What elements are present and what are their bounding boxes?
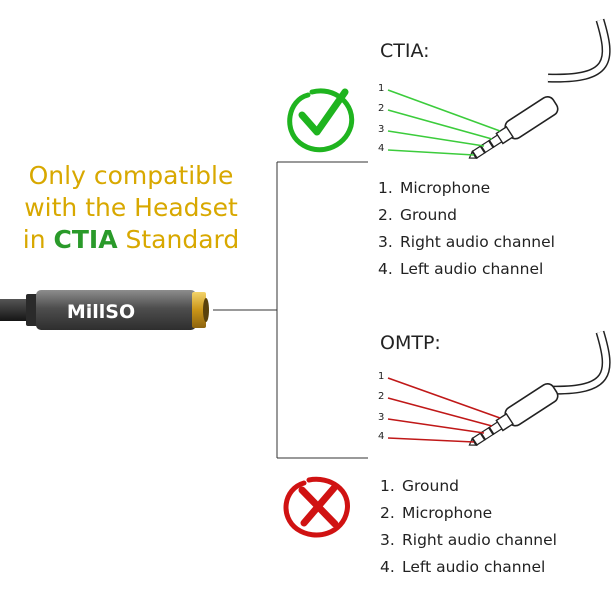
- list-item: 3. Right audio channel: [380, 527, 557, 554]
- omtp-pin-number: 2: [378, 391, 384, 402]
- ctia-pin-number: 2: [378, 103, 384, 114]
- pin-label: Ground: [402, 477, 460, 495]
- ctia-pin-line-2: [387, 109, 493, 140]
- omtp-pin-list: 1. Ground 2. Microphone 3. Right audio chan…: [380, 473, 557, 581]
- list-number: 3.: [380, 531, 395, 549]
- gold-connector: [192, 292, 206, 328]
- list-number: 3.: [378, 233, 393, 251]
- ctia-title: CTIA:: [380, 40, 430, 62]
- jack-housing: [36, 290, 196, 330]
- caption-prefix: in: [22, 225, 54, 254]
- jack-opening: [203, 298, 209, 322]
- list-number: 1.: [378, 179, 393, 197]
- ctia-pin-line-3: [387, 130, 485, 147]
- omtp-pin-line-1: [387, 377, 501, 419]
- omtp-title: OMTP:: [380, 332, 441, 354]
- list-item: 2. Microphone: [380, 500, 557, 527]
- list-item: 1. Ground: [380, 473, 557, 500]
- omtp-pin-line-2: [387, 397, 493, 427]
- list-item: 4. Left audio channel: [378, 256, 555, 283]
- caption-line: with the Headset: [24, 193, 238, 222]
- omtp-pin-lines: [387, 377, 501, 443]
- list-item: 3. Right audio channel: [378, 229, 555, 256]
- ctia-pin-number: 3: [378, 124, 384, 135]
- pin-label: Ground: [400, 206, 458, 224]
- caption-line: in CTIA Standard: [6, 224, 256, 256]
- list-number: 4.: [378, 260, 393, 278]
- pin-label: Right audio channel: [402, 531, 557, 549]
- omtp-pin-line-4: [387, 437, 475, 443]
- ctia-pin-line-1: [387, 89, 501, 132]
- pin-label: Left audio channel: [400, 260, 544, 278]
- omtp-pin-number: 1: [378, 371, 384, 382]
- list-number: 2.: [380, 504, 395, 522]
- cross-mark-icon: [283, 476, 350, 538]
- list-item: 1. Microphone: [378, 175, 555, 202]
- ctia-highlight: CTIA: [53, 225, 118, 254]
- omtp-pin-line-3: [387, 418, 485, 434]
- list-item: 4. Left audio channel: [380, 554, 557, 581]
- omtp-pin-number: 3: [378, 412, 384, 423]
- pin-label: Microphone: [402, 504, 493, 522]
- compatibility-caption: Only compatible with the Headset in CTIA…: [6, 160, 256, 256]
- caption-line: Only compatible: [28, 161, 234, 190]
- list-number: 2.: [378, 206, 393, 224]
- pin-label: Left audio channel: [402, 558, 546, 576]
- pin-label: Microphone: [400, 179, 491, 197]
- female-audio-jack: MillSO: [0, 290, 209, 330]
- ctia-pin-lines: [387, 89, 501, 156]
- list-number: 1.: [380, 477, 395, 495]
- check-mark-icon: [287, 88, 355, 153]
- ctia-plug: [468, 18, 611, 159]
- caption-suffix: Standard: [117, 225, 240, 254]
- ctia-pin-list: 1. Microphone 2. Ground 3. Right audio chan…: [378, 175, 555, 283]
- ctia-pin-number: 4: [378, 143, 384, 154]
- ctia-pin-line-4: [387, 149, 475, 156]
- omtp-pin-numbers: 1 2 3 4: [378, 371, 384, 442]
- cable: [0, 299, 32, 321]
- brand-label: MillSO: [67, 301, 135, 323]
- ctia-pin-numbers: 1 2 3 4: [378, 83, 384, 154]
- list-item: 2. Ground: [378, 202, 555, 229]
- omtp-plug: [468, 330, 611, 446]
- ctia-pin-number: 1: [378, 83, 384, 94]
- list-number: 4.: [380, 558, 395, 576]
- pin-label: Right audio channel: [400, 233, 555, 251]
- bracket-lines: [213, 161, 368, 459]
- omtp-pin-number: 4: [378, 431, 384, 442]
